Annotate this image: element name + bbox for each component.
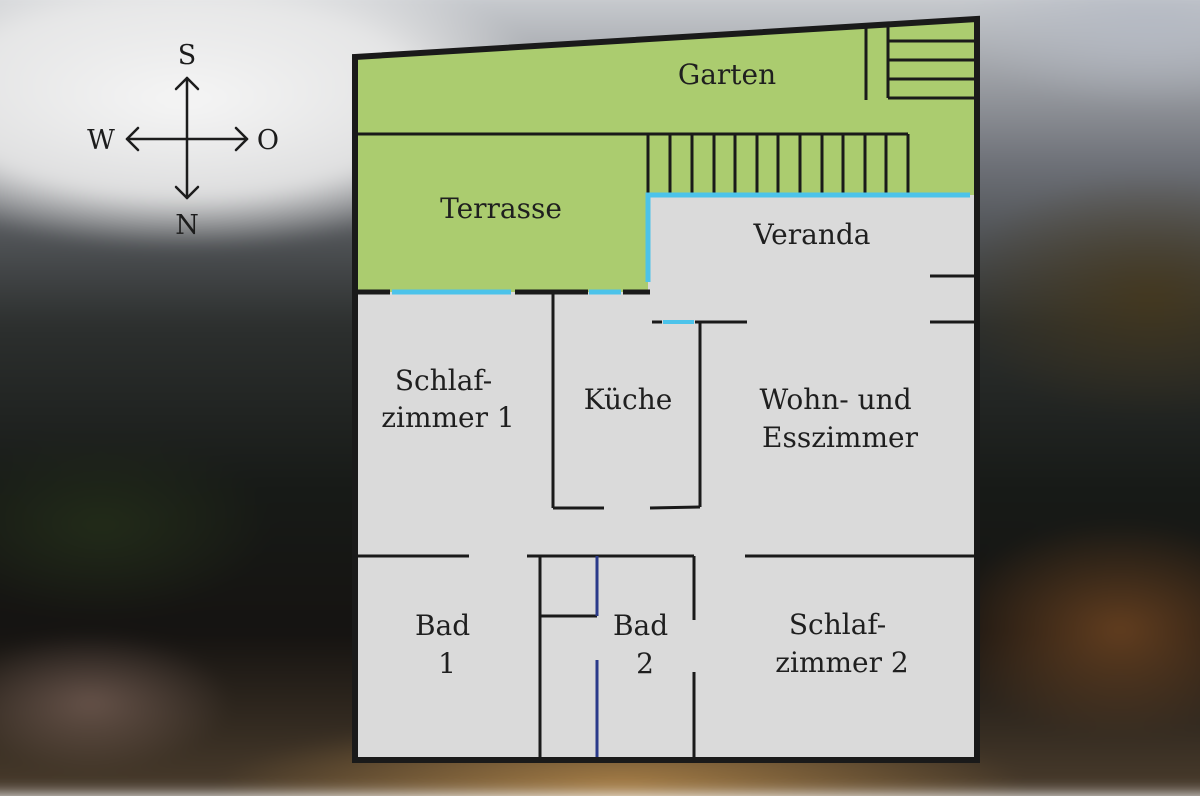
interior-walls	[355, 274, 975, 760]
garden-stairs	[864, 26, 975, 100]
room-label-wohnzimmer-line1: Wohn- und	[759, 383, 911, 416]
compass-label-north: N	[175, 210, 199, 241]
compass-arrow-south	[174, 76, 200, 91]
room-label-bad-1-line2: 1	[438, 647, 456, 680]
terrace-stairs	[355, 132, 910, 193]
room-label-kueche-line1: Küche	[584, 383, 673, 416]
room-label-schlafzimmer-1-line2: zimmer 1	[381, 401, 514, 434]
room-label-terrasse: Terrasse	[440, 192, 562, 225]
room-label-wohnzimmer: Wohn- und Esszimmer	[759, 383, 920, 454]
room-label-schlafzimmer-2-line2: zimmer 2	[775, 646, 908, 679]
compass-arrow-west	[125, 126, 140, 152]
room-label-kueche: Küche	[584, 383, 673, 416]
room-label-bad-1-line1: Bad	[415, 609, 470, 642]
compass-label-east: O	[257, 125, 279, 156]
room-label-veranda-line1: Veranda	[753, 218, 871, 251]
room-label-bad-2-line1: Bad	[613, 609, 668, 642]
compass-rose	[125, 76, 249, 200]
room-label-bad-2: Bad 2	[613, 609, 677, 680]
room-label-wohnzimmer-line2: Esszimmer	[762, 421, 919, 454]
room-label-terrasse-line1: Terrasse	[440, 192, 562, 225]
room-label-schlafzimmer-2: Schlaf- zimmer 2	[775, 608, 908, 679]
room-label-garten-line1: Garten	[678, 58, 776, 91]
compass-arrow-north	[174, 185, 200, 200]
compass-arrow-east	[234, 126, 249, 152]
compass-label-west: W	[87, 125, 115, 156]
room-label-bad-2-line2: 2	[636, 647, 654, 680]
room-label-garten: Garten	[678, 58, 776, 91]
room-label-schlafzimmer-1-line1: Schlaf-	[395, 364, 492, 397]
outer-walls	[352, 15, 980, 763]
indoor-area	[355, 195, 977, 760]
outdoor-area	[355, 19, 977, 292]
compass-label-south: S	[178, 40, 197, 71]
room-label-schlafzimmer-2-line1: Schlaf-	[789, 608, 886, 641]
floor-plan: S N W O	[87, 15, 980, 763]
room-label-schlafzimmer-1: Schlaf- zimmer 1	[381, 364, 514, 434]
room-label-veranda: Veranda	[753, 218, 871, 251]
room-label-bad-1: Bad 1	[415, 609, 479, 680]
